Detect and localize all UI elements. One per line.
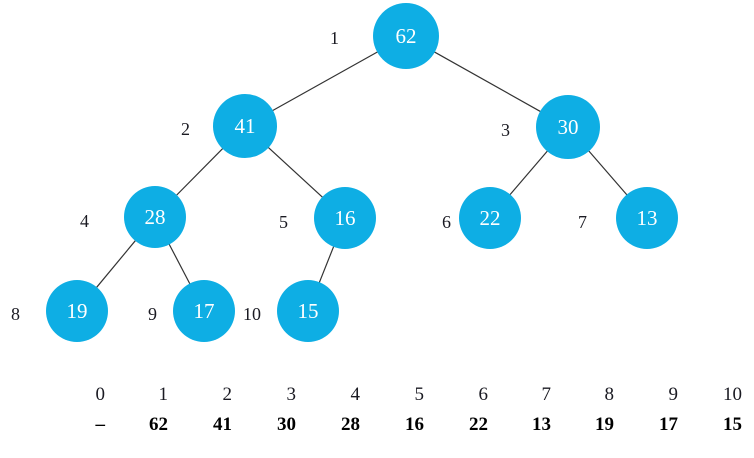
tree-node-value: 13 bbox=[636, 205, 658, 230]
tree-edge bbox=[587, 149, 629, 197]
node-index-label-1: 1 bbox=[330, 28, 339, 48]
tree-node-3[interactable]: 30 bbox=[536, 95, 600, 159]
node-index-label-5: 5 bbox=[279, 212, 288, 232]
tree-edge bbox=[508, 149, 549, 197]
tree-node-value: 16 bbox=[334, 205, 356, 230]
array-index-cell: 6 bbox=[478, 384, 489, 405]
array-value-cell: 28 bbox=[341, 414, 360, 435]
tree-node-value: 41 bbox=[234, 113, 256, 138]
node-index-label-7: 7 bbox=[578, 212, 587, 232]
array-value-row: – 62 41 30 28 16 22 13 19 17 15 bbox=[0, 415, 754, 445]
array-value-cell: 16 bbox=[405, 414, 424, 435]
tree-node-4[interactable]: 28 bbox=[124, 186, 186, 248]
node-index-label-8: 8 bbox=[11, 304, 20, 324]
array-index-cell: 7 bbox=[541, 384, 552, 405]
tree-node-value: 15 bbox=[297, 298, 319, 323]
tree-node-value: 28 bbox=[144, 204, 166, 229]
array-index-cell: 8 bbox=[604, 384, 615, 405]
array-value-cell: 15 bbox=[723, 414, 742, 435]
array-index-cell: 5 bbox=[414, 384, 425, 405]
tree-node-value: 19 bbox=[66, 298, 88, 323]
node-index-label-4: 4 bbox=[80, 211, 89, 231]
tree-edge bbox=[266, 145, 325, 199]
array-index-cell: 9 bbox=[668, 384, 679, 405]
array-value-cell: 41 bbox=[213, 414, 232, 435]
node-index-label-6: 6 bbox=[442, 212, 451, 232]
tree-edge bbox=[318, 244, 335, 285]
tree-node-value: 17 bbox=[193, 298, 215, 323]
array-value-cell: 22 bbox=[469, 414, 488, 435]
node-index-label-3: 3 bbox=[501, 120, 510, 140]
node-index-label-10: 10 bbox=[243, 304, 261, 324]
array-value-cell: 17 bbox=[659, 414, 678, 435]
tree-node-value: 62 bbox=[395, 23, 417, 48]
tree-node-10[interactable]: 15 bbox=[277, 280, 339, 342]
tree-node-value: 22 bbox=[479, 205, 501, 230]
node-index-label-2: 2 bbox=[181, 119, 190, 139]
array-value-cell: – bbox=[95, 414, 106, 435]
array-index-cell: 4 bbox=[350, 384, 361, 405]
tree-node-8[interactable]: 19 bbox=[46, 280, 108, 342]
tree-node-9[interactable]: 17 bbox=[173, 280, 235, 342]
heap-array-table: 0 1 2 3 4 5 6 7 8 9 10 – 62 41 30 28 16 22 13 19 17 15 bbox=[0, 385, 754, 445]
array-index-cell: 1 bbox=[158, 384, 169, 405]
node-index-label-9: 9 bbox=[148, 304, 157, 324]
tree-edge bbox=[270, 50, 380, 112]
array-index-cell: 0 bbox=[95, 384, 106, 405]
tree-edge bbox=[167, 242, 192, 286]
array-index-cell: 3 bbox=[286, 384, 297, 405]
tree-node-5[interactable]: 16 bbox=[314, 187, 376, 249]
array-value-cell: 30 bbox=[277, 414, 296, 435]
tree-node-value: 30 bbox=[557, 114, 579, 139]
tree-node-7[interactable]: 13 bbox=[616, 187, 678, 249]
tree-edge bbox=[174, 146, 225, 197]
array-index-row: 0 1 2 3 4 5 6 7 8 9 10 bbox=[0, 385, 754, 415]
tree-node-6[interactable]: 22 bbox=[459, 187, 521, 249]
array-value-cell: 19 bbox=[595, 414, 614, 435]
array-value-cell: 62 bbox=[149, 414, 168, 435]
array-index-cell: 10 bbox=[723, 384, 742, 405]
array-index-cell: 2 bbox=[222, 384, 233, 405]
tree-edge bbox=[432, 50, 543, 113]
tree-edge bbox=[95, 238, 137, 290]
tree-node-2[interactable]: 41 bbox=[213, 94, 277, 158]
tree-node-1[interactable]: 62 bbox=[373, 3, 439, 69]
array-value-cell: 13 bbox=[532, 414, 551, 435]
